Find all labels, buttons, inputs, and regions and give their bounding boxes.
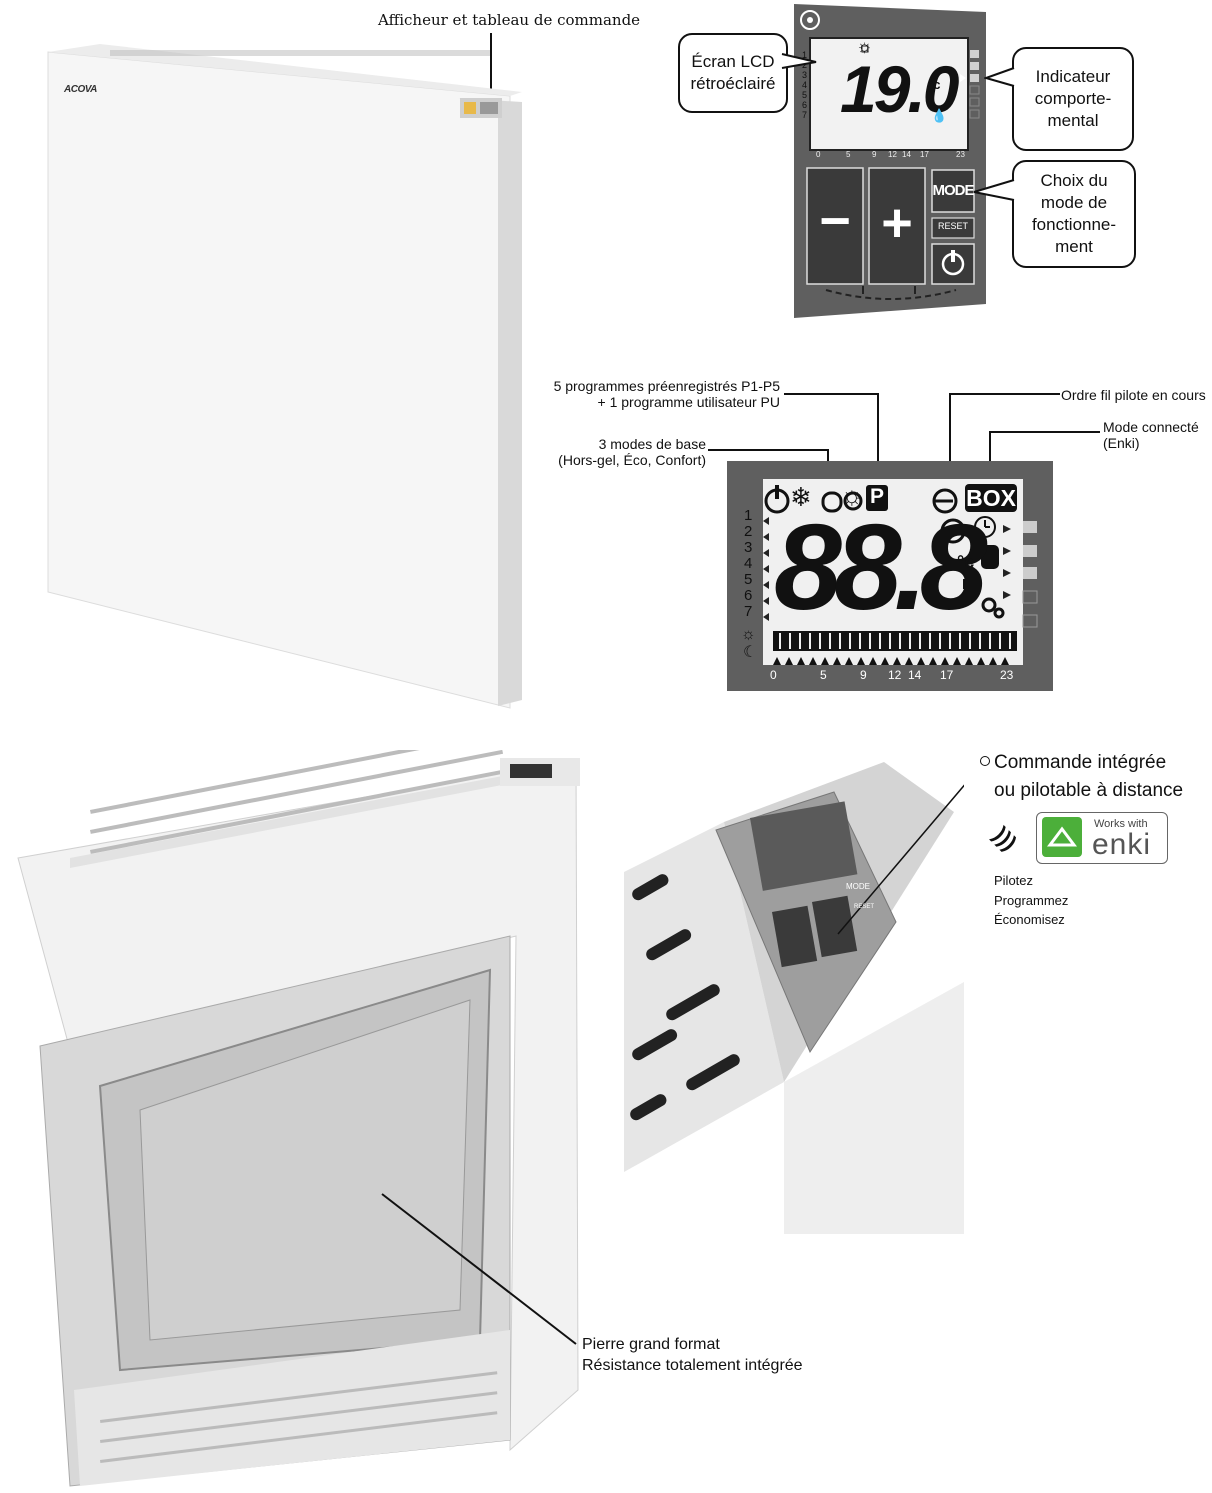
hour-tick: 9 xyxy=(872,150,877,159)
lcd-big-digits: 88.8 xyxy=(774,499,987,635)
connected-mode-label: Mode connecté (Enki) xyxy=(1103,419,1199,452)
hour-tick: 12 xyxy=(888,668,902,682)
programs-label: 5 programmes préenregistrés P1-P5 + 1 pr… xyxy=(553,378,780,411)
lcd-callout: Écran LCD rétroéclairé xyxy=(678,33,788,113)
hour-tick: 17 xyxy=(920,150,929,159)
program-number: 5 xyxy=(744,571,753,588)
hour-tick: 0 xyxy=(770,668,777,682)
enki-slogan: Pilotez Programmez Économisez xyxy=(994,873,1069,927)
program-number: 4 xyxy=(802,80,808,90)
pilot-order-label: Ordre fil pilote en cours xyxy=(1061,387,1206,403)
mode-choice-callout: Choix du mode de fonctionne- ment xyxy=(1012,160,1136,268)
zoom-mode-button: MODE xyxy=(846,882,870,891)
control-zoom-illustration xyxy=(624,762,964,1234)
hour-tick: 23 xyxy=(956,150,965,159)
program-number: 7 xyxy=(744,603,753,620)
program-number: 1 xyxy=(802,50,808,60)
hour-tick: 12 xyxy=(888,150,897,159)
control-panel-illustration xyxy=(794,4,986,318)
behaviour-callout: Indicateur comporte- mental xyxy=(1012,47,1134,151)
program-number: 3 xyxy=(802,70,808,80)
brand-logo: ACOVA xyxy=(64,84,97,95)
program-number: 1 xyxy=(744,507,753,524)
lcd-unit: °c xyxy=(957,552,975,572)
program-number: 5 xyxy=(802,90,808,100)
control-label-bullet xyxy=(980,756,990,766)
hour-tick: 5 xyxy=(846,150,851,159)
drop-icon: 💧 xyxy=(931,108,948,123)
base-modes-label: 3 modes de base (Hors-gel, Éco, Confort) xyxy=(558,436,706,469)
enki-works-with: Works with xyxy=(1094,818,1148,830)
hour-tick: 5 xyxy=(820,668,827,682)
program-number: 3 xyxy=(744,539,753,556)
lcd-hour-ticks: 0 5 9 12 14 17 23 xyxy=(764,668,1024,684)
enki-logo-icon xyxy=(1042,817,1082,857)
stone-label: Pierre grand format Résistance totalemen… xyxy=(582,1336,803,1374)
hour-tick: 17 xyxy=(940,668,954,682)
box-badge: BOX xyxy=(965,484,1017,512)
lcd-callout-tail xyxy=(781,53,817,69)
plus-button[interactable]: + xyxy=(881,193,913,253)
program-number: 6 xyxy=(744,587,753,604)
snowflake-icon: ❄ xyxy=(790,482,812,512)
hour-tick: 14 xyxy=(902,150,911,159)
panel-unit: °c xyxy=(928,77,941,92)
hour-tick: 0 xyxy=(816,150,821,159)
hour-tick: 23 xyxy=(1000,668,1014,682)
mode-button[interactable]: MODE xyxy=(932,182,975,199)
lcd-program-numbers: 1 2 3 4 5 6 7 xyxy=(744,508,752,620)
control-label: Commande intégrée ou pilotable à distanc… xyxy=(994,752,1184,801)
behaviour-callout-tail xyxy=(984,67,1015,87)
moon-icon: ☾ xyxy=(743,644,758,661)
radiator-open-illustration xyxy=(17,750,580,1487)
hour-tick: 9 xyxy=(860,668,867,682)
display-caption-line xyxy=(490,33,492,91)
wifi-icon: ))) xyxy=(988,822,1022,856)
program-number: 6 xyxy=(802,100,808,110)
sun-mode-icon: ☼ xyxy=(840,480,864,510)
program-number: 4 xyxy=(744,555,753,572)
panel-hour-ticks: 0 5 9 12 14 17 23 xyxy=(810,150,970,162)
radiator-front-illustration xyxy=(47,44,522,709)
mode-choice-callout-tail xyxy=(973,179,1015,201)
zoom-reset-button: RESET xyxy=(854,904,875,910)
minus-button[interactable]: − xyxy=(819,191,851,251)
sun-icon: ☼ xyxy=(856,36,873,56)
reset-button[interactable]: RESET xyxy=(937,221,968,231)
hour-tick: 14 xyxy=(908,668,922,682)
panel-temperature: 19.0 xyxy=(840,52,959,126)
program-number: 2 xyxy=(744,523,753,540)
display-caption: Afficheur et tableau de commande xyxy=(378,11,641,29)
program-p-badge: P xyxy=(866,485,888,511)
sun-small-icon: ☼ xyxy=(741,626,756,643)
enki-name: enki xyxy=(1092,828,1152,861)
program-number: 7 xyxy=(802,110,808,120)
